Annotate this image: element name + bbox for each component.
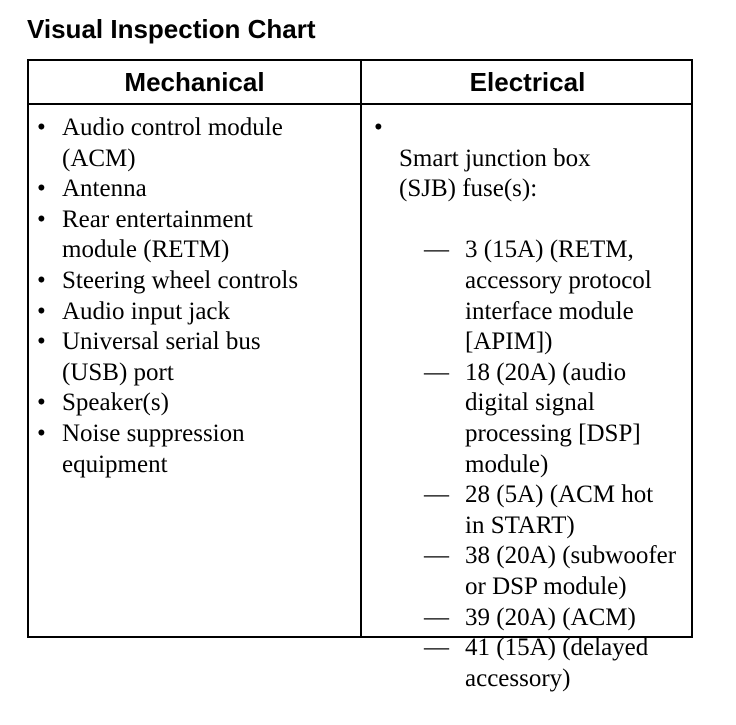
text-line: Noise suppression [62, 419, 245, 447]
text-line: (SJB) fuse(s): [399, 175, 538, 203]
text-line: Speaker(s) [62, 389, 169, 417]
text-line: module (RETM) [62, 236, 230, 264]
text-line: Antenna [62, 175, 147, 203]
text-line: interface module [465, 297, 634, 325]
text-line: Universal serial bus [62, 328, 261, 356]
electrical-list: Smart junction box (SJB) fuse(s): 3 (15A)… [374, 113, 690, 725]
text-line: digital signal [465, 389, 595, 417]
fuse-item: 39 (20A) (ACM) [399, 603, 690, 634]
text-line: Audio control module [62, 114, 283, 141]
list-item: Audio control module (ACM) [37, 113, 355, 174]
list-item: Noise suppression equipment [37, 419, 355, 480]
header-divider [29, 103, 691, 105]
electrical-cell: Smart junction box (SJB) fuse(s): 3 (15A)… [374, 113, 690, 725]
fuse-item: 3 (15A) (RETM,accessory protocol interfac… [399, 235, 690, 357]
list-item-smart-junction-box: Smart junction box (SJB) fuse(s): 3 (15A)… [374, 113, 690, 725]
mechanical-column-header: Mechanical [124, 67, 265, 97]
text-line: Smart junction box [399, 144, 591, 172]
fuse-list: 3 (15A) (RETM,accessory protocol interfac… [399, 235, 690, 694]
list-item: Antenna [37, 174, 355, 205]
mechanical-list: Audio control module (ACM) AntennaRear ent… [37, 113, 355, 480]
list-item: Speaker(s) [37, 388, 355, 419]
inspection-table: Mechanical Electrical Audio control modu… [27, 59, 693, 692]
text-line: or DSP module) [465, 572, 627, 600]
column-divider [360, 61, 362, 636]
list-item: Universal serial bus(USB) port [37, 327, 355, 388]
text-line: accessory) [465, 664, 571, 692]
text-line: module) [465, 450, 549, 478]
text-line: (USB) port [62, 358, 174, 386]
text-line: (ACM) [62, 144, 136, 172]
list-item: Steering wheel controls [37, 266, 355, 297]
text-line: equipment [62, 450, 168, 478]
text-line: 28 (5A) (ACM hot [465, 481, 654, 509]
text-line: in START) [465, 511, 575, 539]
text-line: 38 (20A) (subwoofer [465, 542, 677, 570]
chart-title: Visual Inspection Chart [27, 14, 316, 44]
text-line: 3 (15A) (RETM, [465, 236, 634, 264]
text-line: 39 (20A) (ACM) [465, 603, 636, 631]
electrical-column-header: Electrical [469, 67, 586, 97]
text-line: 41 (15A) (delayed [465, 634, 649, 662]
list-item: Audio input jack [37, 297, 355, 328]
text-line: Steering wheel controls [62, 266, 299, 294]
text-line: [APIM]) [465, 328, 553, 356]
fuse-item: 18 (20A) (audio digital signalprocessing … [399, 358, 690, 480]
text-line: processing [DSP] [465, 419, 641, 447]
smart-junction-box-label: Smart junction box (SJB) fuse(s): [399, 144, 690, 205]
text-line: Audio input jack [62, 297, 231, 325]
text-line: accessory protocol [465, 266, 652, 294]
mechanical-cell: Audio control module (ACM) AntennaRear ent… [37, 113, 355, 480]
text-line: Rear entertainment [62, 205, 253, 233]
list-item: Rear entertainment module (RETM) [37, 205, 355, 266]
text-line: 18 (20A) (audio [465, 358, 627, 386]
